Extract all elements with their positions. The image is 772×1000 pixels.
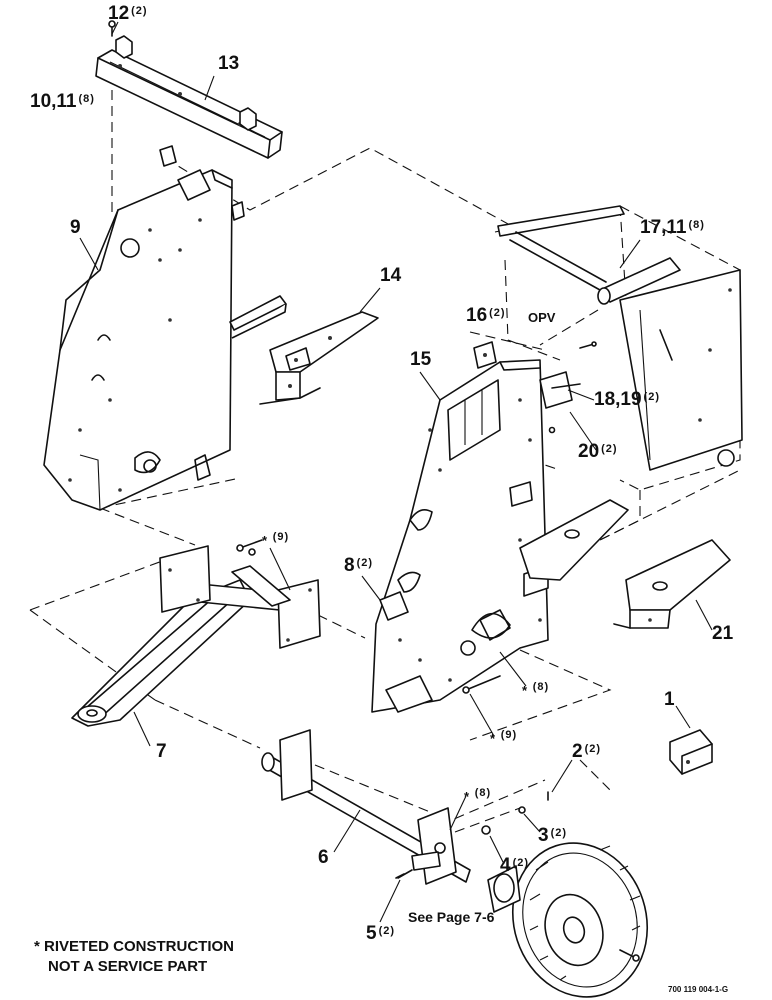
part-6-axle bbox=[261, 729, 471, 885]
part-1-bracket bbox=[669, 729, 713, 775]
wheel-assembly bbox=[487, 842, 649, 998]
riveted-marker-c: * (9) bbox=[490, 729, 518, 746]
part-9-left-side-panel bbox=[43, 145, 287, 511]
callout-17-11: 17,11(8) bbox=[640, 217, 705, 238]
callout-9: 9 bbox=[70, 217, 81, 238]
part-13-cross-channel bbox=[95, 20, 283, 159]
callout-1: 1 bbox=[664, 689, 675, 710]
callout-8: 8(2) bbox=[344, 555, 374, 576]
part-7-tongue bbox=[71, 545, 321, 727]
drawing-number: 700 119 004-1-G bbox=[668, 985, 729, 994]
callout-10-11: 10,11(8) bbox=[30, 91, 95, 112]
part-17-phantom-frame bbox=[494, 205, 743, 541]
callout-13: 13 bbox=[218, 53, 240, 74]
callout-4: 4(2) bbox=[500, 855, 530, 876]
callout-2: 2(2) bbox=[572, 741, 602, 762]
callout-16: 16(2) bbox=[466, 305, 506, 326]
opv-marker: OPV bbox=[528, 310, 556, 325]
part-16-part-20-brackets bbox=[473, 341, 597, 434]
riveted-construction-note: * RIVETED CONSTRUCTION NOT A SERVICE PAR… bbox=[34, 937, 234, 977]
callout-5: 5(2) bbox=[366, 923, 396, 944]
callout-18-19: 18,19(2) bbox=[594, 389, 660, 410]
see-page-reference: See Page 7-6 bbox=[408, 909, 495, 925]
hardware-parts bbox=[395, 791, 549, 879]
callout-15: 15 bbox=[410, 349, 432, 370]
riveted-marker-b: * (8) bbox=[522, 681, 550, 698]
part-15-right-side-panel bbox=[236, 359, 549, 713]
callout-7: 7 bbox=[156, 741, 167, 762]
callout-6: 6 bbox=[318, 847, 329, 868]
note-line-2: NOT A SERVICE PART bbox=[48, 958, 208, 975]
part-21-fender-bracket bbox=[519, 499, 731, 629]
callout-20: 20(2) bbox=[578, 441, 618, 462]
note-line-1: * RIVETED CONSTRUCTION bbox=[34, 938, 235, 955]
riveted-marker-d: * (8) bbox=[464, 787, 492, 804]
part-14-bracket bbox=[259, 311, 379, 405]
callout-12: 12(2) bbox=[108, 3, 148, 24]
callout-21: 21 bbox=[712, 623, 734, 644]
callout-14: 14 bbox=[380, 265, 402, 286]
riveted-marker-a: * (9) bbox=[262, 531, 290, 548]
callout-3: 3(2) bbox=[538, 825, 568, 846]
